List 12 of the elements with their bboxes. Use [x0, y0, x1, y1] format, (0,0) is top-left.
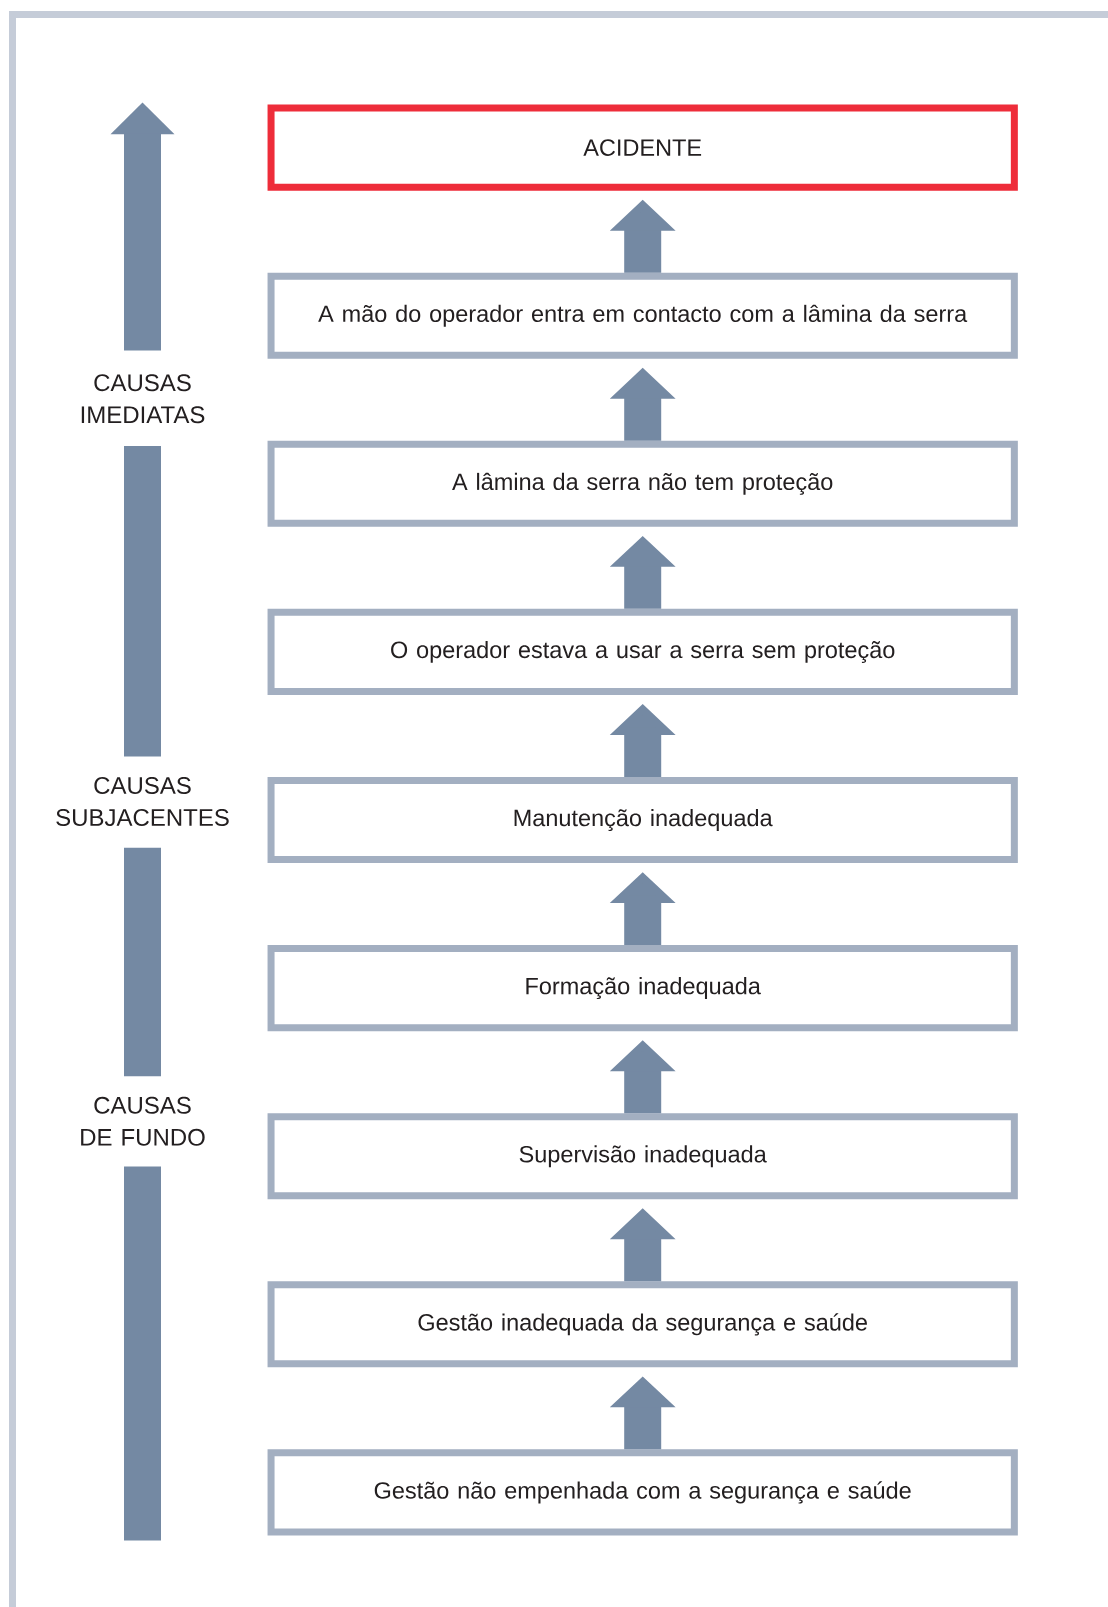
cause-box: Formação inadequada: [267, 945, 1018, 1032]
side-label: CAUSAS SUBJACENTES: [56, 777, 229, 826]
side-label: CAUSAS DE FUNDO: [81, 1096, 205, 1146]
cause-box: O operador estava a usar a serra sem proteção: [267, 608, 1018, 695]
cause-box: Manutenção inadequada: [267, 776, 1018, 864]
side-label: CAUSAS IMEDIATAS: [81, 374, 205, 424]
cause-box: Gestão não empenhada com a segurança e saúde: [267, 1449, 1018, 1536]
accident-box: ACIDENTE: [267, 104, 1018, 191]
cause-box: Supervisão inadequada: [267, 1113, 1018, 1200]
cause-box: Gestão inadequada da segurança e saúde: [267, 1281, 1018, 1368]
cause-box: A lâmina da serra não tem proteção: [267, 440, 1018, 527]
cause-box: A mão do operador entra em contacto com a lâmina da serra: [267, 272, 1018, 359]
